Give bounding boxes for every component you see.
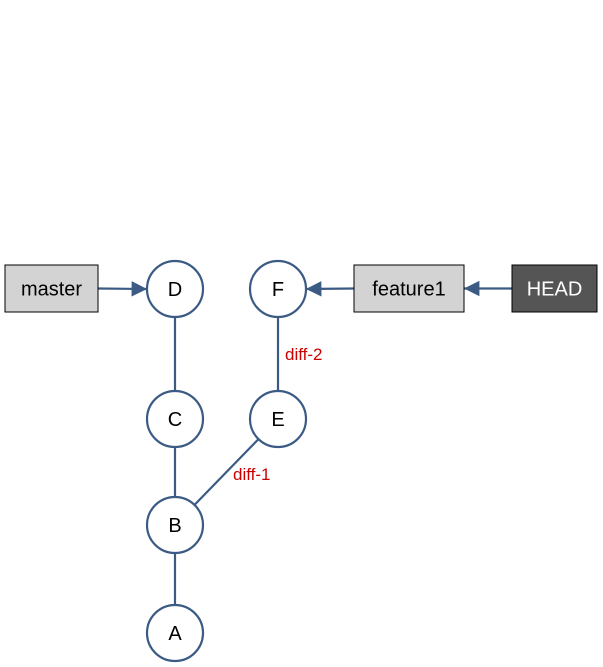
commit-circle-C xyxy=(145,389,205,449)
branch-ref-master: master xyxy=(4,264,99,313)
commit-node-E: E xyxy=(248,389,308,449)
ref-box-master xyxy=(4,264,99,313)
commit-label-B: B xyxy=(168,515,181,537)
edge-B-E xyxy=(193,438,260,506)
refs-layer: master feature1 HEAD xyxy=(4,264,598,313)
commit-label-C: C xyxy=(168,409,182,431)
commit-label-E: E xyxy=(271,409,284,431)
branch-ref-feature1: feature1 xyxy=(353,264,465,313)
ref-arrow-feature1-F xyxy=(305,281,355,297)
commit-circle-F xyxy=(248,259,308,319)
ref-box-feature1 xyxy=(353,264,465,313)
commit-node-C: C xyxy=(145,389,205,449)
commit-node-A: A xyxy=(145,603,205,663)
commit-node-F: F xyxy=(248,259,308,319)
edges-layer xyxy=(97,280,512,605)
commit-label-A: A xyxy=(168,623,182,645)
ref-label-master: master xyxy=(21,279,82,301)
commit-circle-B xyxy=(145,495,205,555)
commit-circle-A xyxy=(145,603,205,663)
commit-node-D: D xyxy=(145,259,205,319)
commit-circle-E xyxy=(248,389,308,449)
edge-label-diff-2: diff-2 xyxy=(285,345,323,364)
ref-label-HEAD: HEAD xyxy=(527,279,583,301)
commit-label-D: D xyxy=(168,279,182,301)
head-ref: HEAD xyxy=(511,264,598,313)
commit-node-B: B xyxy=(145,495,205,555)
edge-label-diff-1: diff-1 xyxy=(233,465,271,484)
edge-labels-layer: diff-1 diff-2 xyxy=(233,345,323,484)
commit-label-F: F xyxy=(272,279,284,301)
ref-box-HEAD xyxy=(511,264,598,313)
commit-circle-D xyxy=(145,259,205,319)
commits-layer: A B C D E F xyxy=(145,259,308,663)
ref-label-feature1: feature1 xyxy=(372,279,445,301)
ref-arrow-master-D xyxy=(97,281,148,297)
